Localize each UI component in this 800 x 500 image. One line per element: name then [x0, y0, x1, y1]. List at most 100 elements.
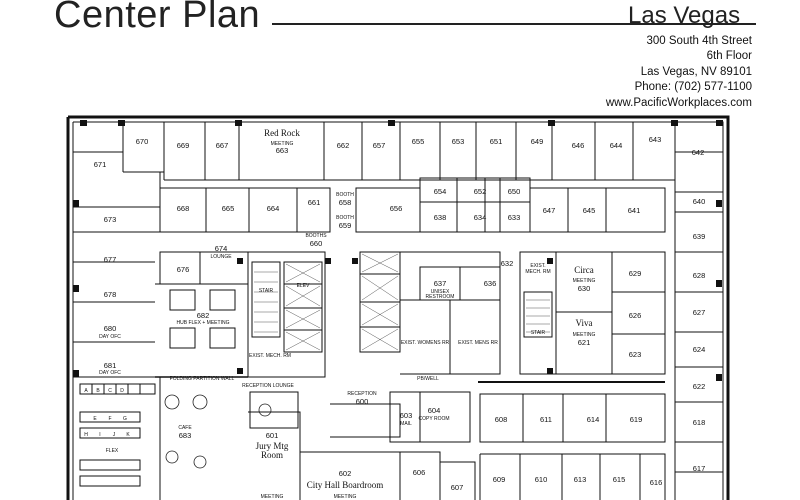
room-624: 624	[693, 345, 706, 354]
room-red-rock-type: MEETING	[271, 141, 294, 147]
room-680: 680	[104, 324, 117, 333]
room-630: 630	[578, 284, 591, 293]
mech-label: EXIST.	[530, 263, 545, 269]
desk-f: F	[108, 416, 111, 422]
desk-g: G	[123, 416, 127, 422]
room-623: 623	[629, 350, 642, 359]
room-600: 600	[356, 397, 369, 406]
room-663: 663	[276, 146, 289, 155]
room-viva-name: Viva	[576, 318, 593, 328]
desk-i: I	[99, 432, 100, 438]
boardroom-type: MEETING	[334, 494, 357, 500]
room-640: 640	[693, 197, 706, 206]
title-rule	[272, 23, 756, 25]
room-jury-type: MEETING	[261, 494, 284, 500]
room-viva-type: MEETING	[573, 332, 596, 338]
room-646: 646	[572, 141, 585, 150]
booth-658-label: BOOTH	[336, 192, 354, 198]
exterior-wall	[68, 115, 730, 500]
booth-659-label: BOOTH	[336, 215, 354, 221]
room-683: 683	[179, 431, 192, 440]
room-621: 621	[578, 338, 591, 347]
room-654: 654	[434, 187, 447, 196]
desk-b: B	[96, 388, 100, 394]
room-607: 607	[451, 483, 464, 492]
room-661: 661	[308, 198, 321, 207]
restroom-label: RESTROOM	[426, 294, 455, 300]
hub-682-num: 682	[197, 311, 210, 320]
room-677: 677	[104, 255, 117, 264]
room-673: 673	[104, 215, 117, 224]
room-681-label: DAY OFC	[99, 370, 121, 376]
mens-rr: EXIST. MENS RR	[458, 340, 498, 346]
booths-660-label: BOOTHS	[305, 233, 327, 239]
room-629: 629	[629, 269, 642, 278]
room-664: 664	[267, 204, 280, 213]
desk-d: D	[120, 388, 124, 394]
room-643: 643	[649, 135, 662, 144]
room-632: 632	[501, 259, 514, 268]
emech-label: EXIST. MECH. RM	[249, 353, 291, 359]
boardroom-name: City Hall Boardroom	[307, 480, 384, 490]
room-645: 645	[583, 206, 596, 215]
room-649: 649	[531, 137, 544, 146]
booth-659: 659	[339, 221, 352, 230]
room-670: 670	[136, 137, 149, 146]
room-614: 614	[587, 415, 600, 424]
page-title: Center Plan	[54, 0, 261, 36]
room-669: 669	[177, 141, 190, 150]
womens-rr: EXIST. WOMENS RR	[401, 340, 450, 346]
copy-label: COPY ROOM	[418, 416, 449, 422]
room-651: 651	[490, 137, 503, 146]
room-633: 633	[508, 213, 521, 222]
desk-h: H	[84, 432, 88, 438]
floor-plan: 670 669 667 Red Rock MEETING 663 662 657…	[66, 115, 730, 500]
desk-k: K	[126, 432, 130, 438]
pbwell-label: PB/WELL	[417, 376, 439, 382]
location-title: Las Vegas	[628, 2, 741, 29]
room-671: 671	[94, 160, 107, 169]
address-floor: 6th Floor	[706, 50, 752, 63]
room-680-label: DAY OFC	[99, 334, 121, 340]
room-615: 615	[613, 475, 626, 484]
reception-lounge-label: RECEPTION LOUNGE	[242, 383, 294, 389]
desk-e: E	[93, 416, 97, 422]
elev-label: ELEV	[297, 283, 310, 289]
address-block: 300 South 4th Street 6th Floor Las Vegas…	[606, 34, 752, 111]
room-603: 603	[400, 411, 413, 420]
reception-label: RECEPTION	[347, 391, 377, 397]
mail-label: MAIL	[400, 421, 412, 427]
room-red-rock-name: Red Rock	[264, 128, 300, 138]
flex-label: FLEX	[106, 448, 119, 454]
stair-left: STAIR	[259, 288, 274, 294]
hub-682-label: HUB FLEX + MEETING	[177, 320, 230, 326]
desk-j: J	[113, 432, 116, 438]
room-601: 601	[266, 431, 279, 440]
room-652: 652	[474, 187, 487, 196]
room-626: 626	[629, 311, 642, 320]
room-618: 618	[693, 418, 706, 427]
room-622: 622	[693, 382, 706, 391]
room-639: 639	[693, 232, 706, 241]
desk-c: C	[108, 388, 112, 394]
room-jury-name: Jury Mtg	[256, 441, 289, 451]
room-634: 634	[474, 213, 487, 222]
room-653: 653	[452, 137, 465, 146]
room-647: 647	[543, 206, 556, 215]
room-610: 610	[535, 475, 548, 484]
folding-wall-label: FOLDING PARTITION WALL	[170, 376, 235, 382]
room-616: 616	[650, 478, 663, 487]
room-650: 650	[508, 187, 521, 196]
address-phone: Phone: (702) 577-1100	[634, 81, 752, 94]
room-667: 667	[216, 141, 229, 150]
room-681: 681	[104, 361, 117, 370]
cafe-label: CAFE	[178, 425, 192, 431]
room-608: 608	[495, 415, 508, 424]
room-668: 668	[177, 204, 190, 213]
room-642: 642	[692, 148, 705, 157]
lounge-674-num: 674	[215, 244, 228, 253]
address-street: 300 South 4th Street	[646, 35, 753, 47]
address-website[interactable]: www.PacificWorkplaces.com	[605, 96, 752, 109]
booths-660: 660	[310, 239, 323, 248]
mech-label-2: MECH. RM	[525, 269, 550, 275]
